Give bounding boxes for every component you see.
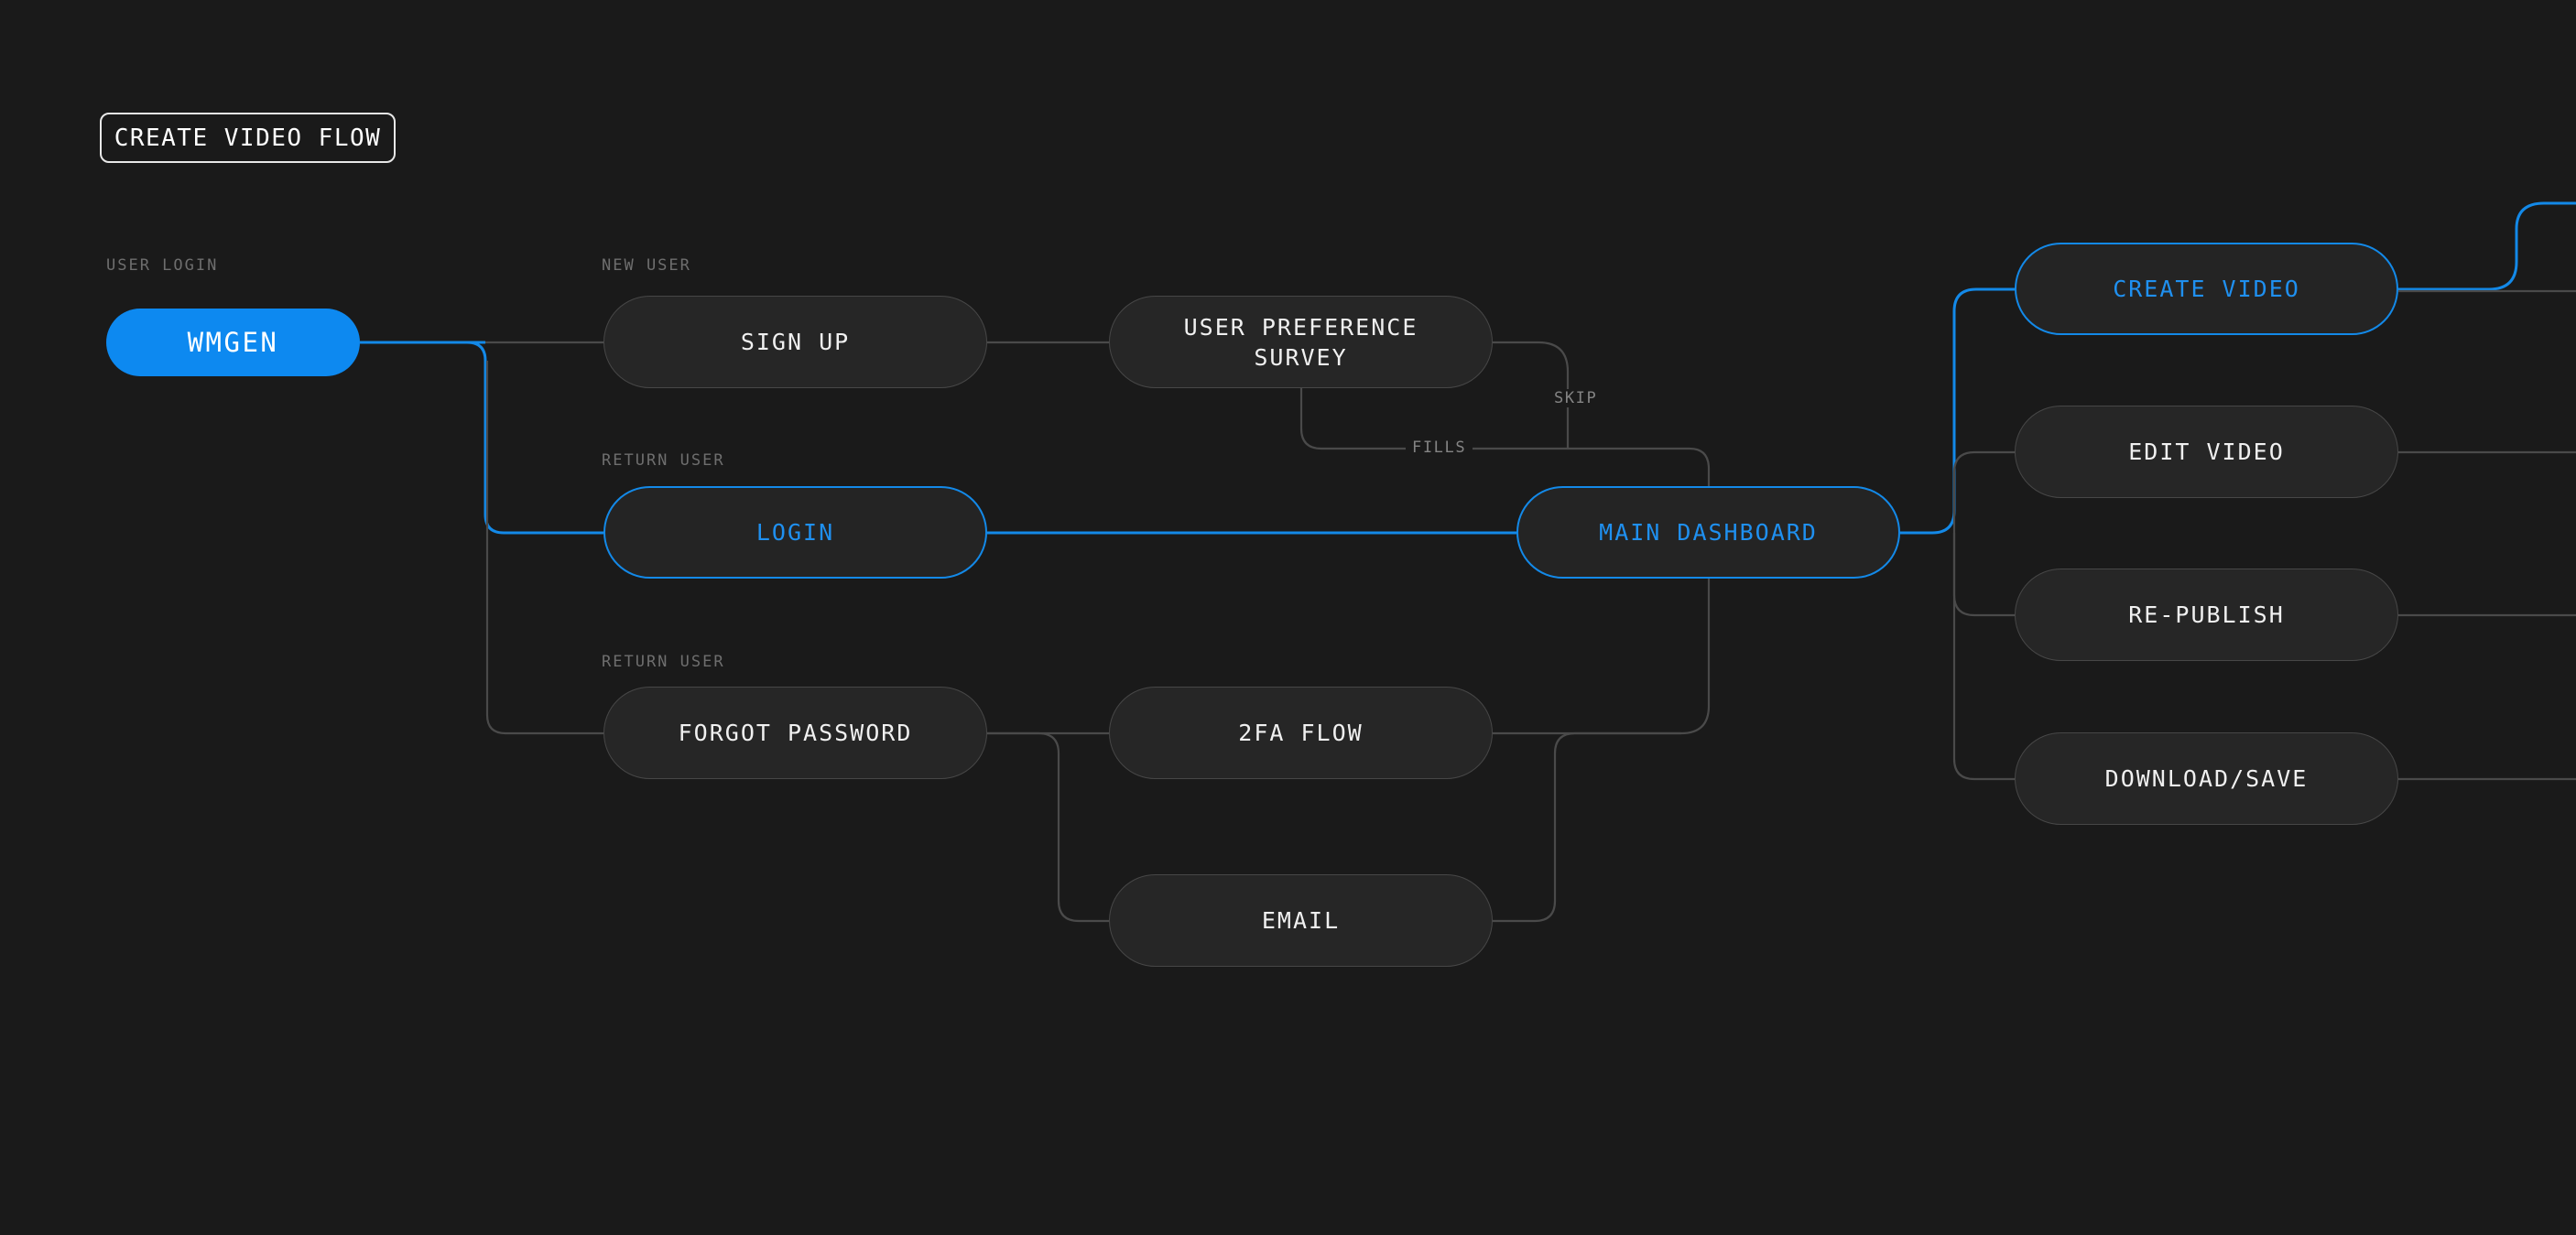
edge-dashboard-to-create-video (1931, 287, 2015, 535)
row-label-return-user-login: RETURN USER (602, 451, 725, 470)
edge-2fa-to-dashboard (1493, 579, 1711, 735)
edge-dashboard-to-download (1952, 533, 2015, 781)
node-sign-up[interactable]: SIGN UP (603, 296, 987, 388)
edge-wmgen-to-login (466, 341, 603, 535)
edge-create-video-out (2398, 201, 2576, 291)
row-label-user-login: USER LOGIN (106, 256, 219, 275)
edge-label-fills: FILLS (1406, 439, 1473, 457)
row-label-new-user: NEW USER (602, 256, 691, 275)
row-label-return-user-forgot: RETURN USER (602, 653, 725, 671)
node-forgot-password[interactable]: FORGOT PASSWORD (603, 687, 987, 779)
node-create-video[interactable]: CREATE VIDEO (2015, 243, 2398, 335)
page-title: CREATE VIDEO FLOW (100, 113, 396, 163)
node-edit-video[interactable]: EDIT VIDEO (2015, 406, 2398, 498)
edge-label-skip: SKIP (1548, 389, 1604, 407)
edge-wmgen-to-forgot (485, 361, 603, 735)
node-re-publish[interactable]: RE-PUBLISH (2015, 569, 2398, 661)
edge-forgot-to-email (987, 731, 1109, 923)
node-user-preference-survey[interactable]: USER PREFERENCE SURVEY (1109, 296, 1493, 388)
node-wmgen[interactable]: WMGEN (106, 309, 360, 376)
edge-email-to-dashboard (1493, 731, 1681, 923)
node-download-save[interactable]: DOWNLOAD/SAVE (2015, 732, 2398, 825)
node-email[interactable]: EMAIL (1109, 874, 1493, 967)
edge-dashboard-to-re-publish (1952, 533, 2015, 617)
edge-dashboard-to-edit-video (1952, 450, 2015, 534)
node-login[interactable]: LOGIN (603, 486, 987, 579)
node-2fa-flow[interactable]: 2FA FLOW (1109, 687, 1493, 779)
edge-survey-fills (1299, 388, 1711, 486)
node-main-dashboard[interactable]: MAIN DASHBOARD (1516, 486, 1900, 579)
